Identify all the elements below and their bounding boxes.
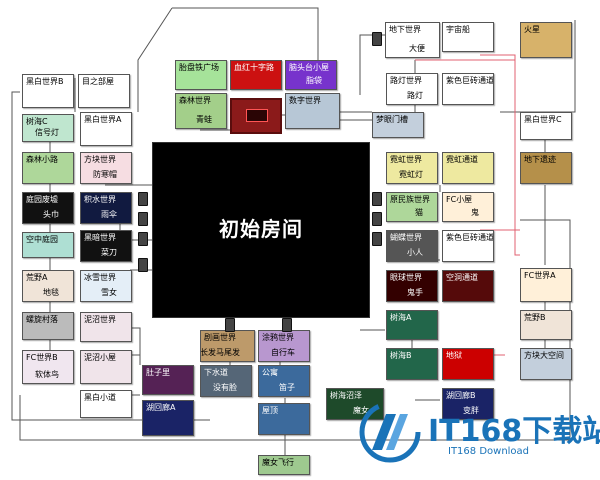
node-wuding[interactable]: 屋顶 xyxy=(258,403,310,435)
node-huoxing[interactable]: 火星 xyxy=(520,22,572,58)
node-mnv[interactable]: 魔女飞行 xyxy=(258,455,310,475)
node-fangkuai[interactable]: 方块世界 防寒帽 xyxy=(80,152,132,184)
node-xinqi[interactable]: 蝴蝶世界 小人 xyxy=(386,230,438,262)
node-diyu[interactable]: 地狱 xyxy=(442,348,494,380)
node-huhui-a[interactable]: 湖回廊A xyxy=(142,400,194,436)
node-gongyu[interactable]: 公寓 笛子 xyxy=(258,365,310,397)
node-fc-b[interactable]: FC世界B 软体鸟 xyxy=(22,350,74,384)
node-chidang[interactable]: 肚子里 xyxy=(142,365,194,395)
node-shuhai-zz[interactable]: 树海沼泽 魔女 xyxy=(326,388,384,420)
node-jishui[interactable]: 积水世界 雨伞 xyxy=(80,192,132,224)
device-marker xyxy=(372,192,382,206)
device-marker xyxy=(138,192,148,206)
central-room-label: 初始房间 xyxy=(219,217,303,241)
device-marker xyxy=(372,232,382,246)
node-ludeng[interactable]: 路灯世界 路灯 xyxy=(386,73,438,105)
device-marker xyxy=(138,212,148,226)
node-senlin[interactable]: 森林世界 青蛙 xyxy=(175,93,227,129)
node-dixia-yj[interactable]: 地下遗迹 xyxy=(520,152,572,184)
node-fangkuai-dk[interactable]: 方块大空间 xyxy=(520,348,572,380)
node-konghui[interactable]: 空洞通道 xyxy=(442,270,494,302)
node-nihong[interactable]: 霓虹世界 霓虹灯 xyxy=(386,152,438,184)
node-huangye-a[interactable]: 荒野A 地毯 xyxy=(22,270,74,302)
node-luoxuan[interactable]: 螺旋村落 xyxy=(22,312,74,340)
node-nizhao-xw[interactable]: 泥沼小屋 xyxy=(80,350,132,384)
node-nihong-td[interactable]: 霓虹通道 xyxy=(442,152,494,184)
watermark: IT168下载站 IT168 Download xyxy=(358,396,600,468)
node-huangye-b[interactable]: 荒野B xyxy=(520,310,572,340)
node-heian[interactable]: 黑暗世界 菜刀 xyxy=(80,230,132,262)
node-huhui-b[interactable]: 湖回廊B 变胖 xyxy=(442,388,494,420)
device-marker xyxy=(372,32,382,46)
node-zhengdai[interactable]: 脑头台小屋 脂袋 xyxy=(285,60,337,90)
node-heibai-b[interactable]: 黑白世界B xyxy=(22,74,74,108)
watermark-sub: IT168 Download xyxy=(448,446,530,457)
node-yanqiu[interactable]: 眼球世界 鬼手 xyxy=(386,270,438,302)
node-heibai-xd[interactable]: 黑白小道 xyxy=(80,390,132,418)
node-kuai-tuan[interactable]: 胎盘铁广场 xyxy=(175,60,227,90)
device-marker xyxy=(282,318,292,332)
node-shuhai-c[interactable]: 树海C 信号灯 xyxy=(22,114,74,142)
watermark-logo-icon xyxy=(359,401,421,463)
node-heibai-a[interactable]: 黑白世界A xyxy=(80,112,132,146)
node-mengmu[interactable]: 梦眼门槽 xyxy=(372,112,424,138)
node-kongzhong[interactable]: 空中庭园 xyxy=(22,232,74,258)
node-heibai-c[interactable]: 黑白世界C xyxy=(520,112,572,140)
node-zise[interactable]: 紫色巨砖通道 xyxy=(442,73,494,105)
node-tingyuan[interactable]: 庭园废墟 头巾 xyxy=(22,192,74,224)
node-shuhai-b[interactable]: 树海B xyxy=(386,348,438,380)
node-bingxue[interactable]: 冰雪世界 雪女 xyxy=(80,270,132,302)
node-fc-xw[interactable]: FC小屋 鬼 xyxy=(442,192,494,222)
node-zise-td2[interactable]: 紫色巨砖通道 xyxy=(442,230,494,262)
node-fc-a[interactable]: FC世界A xyxy=(520,268,572,302)
node-muzhi[interactable]: 目之部屋 xyxy=(78,74,130,108)
node-yuzhou[interactable]: 宇宙船 xyxy=(442,22,494,52)
device-marker xyxy=(372,212,382,226)
red-door-figure xyxy=(230,98,282,134)
watermark-brand: IT168下载站 xyxy=(428,414,600,449)
device-marker xyxy=(138,232,148,246)
node-minzu[interactable]: 原民族世界 猫 xyxy=(386,192,438,222)
device-marker xyxy=(225,318,235,332)
central-room[interactable]: 初始房间 xyxy=(152,142,370,318)
node-senlin-xl[interactable]: 森林小路 xyxy=(22,152,74,184)
node-xiashui[interactable]: 下水道 没有脸 xyxy=(200,365,252,397)
node-dixia[interactable]: 地下世界 大便 xyxy=(385,22,440,58)
node-shuhai-a[interactable]: 树海A xyxy=(386,310,438,340)
node-huihuo[interactable]: 剧画世界 长发马尾发 xyxy=(200,330,255,362)
device-marker xyxy=(138,258,148,272)
node-xuehong[interactable]: 血红十字路 xyxy=(230,60,282,90)
node-tudong[interactable]: 涂鸦世界 自行车 xyxy=(258,330,310,362)
node-nizhao[interactable]: 泥沼世界 xyxy=(80,312,132,342)
node-shuzi[interactable]: 数字世界 xyxy=(285,93,340,129)
